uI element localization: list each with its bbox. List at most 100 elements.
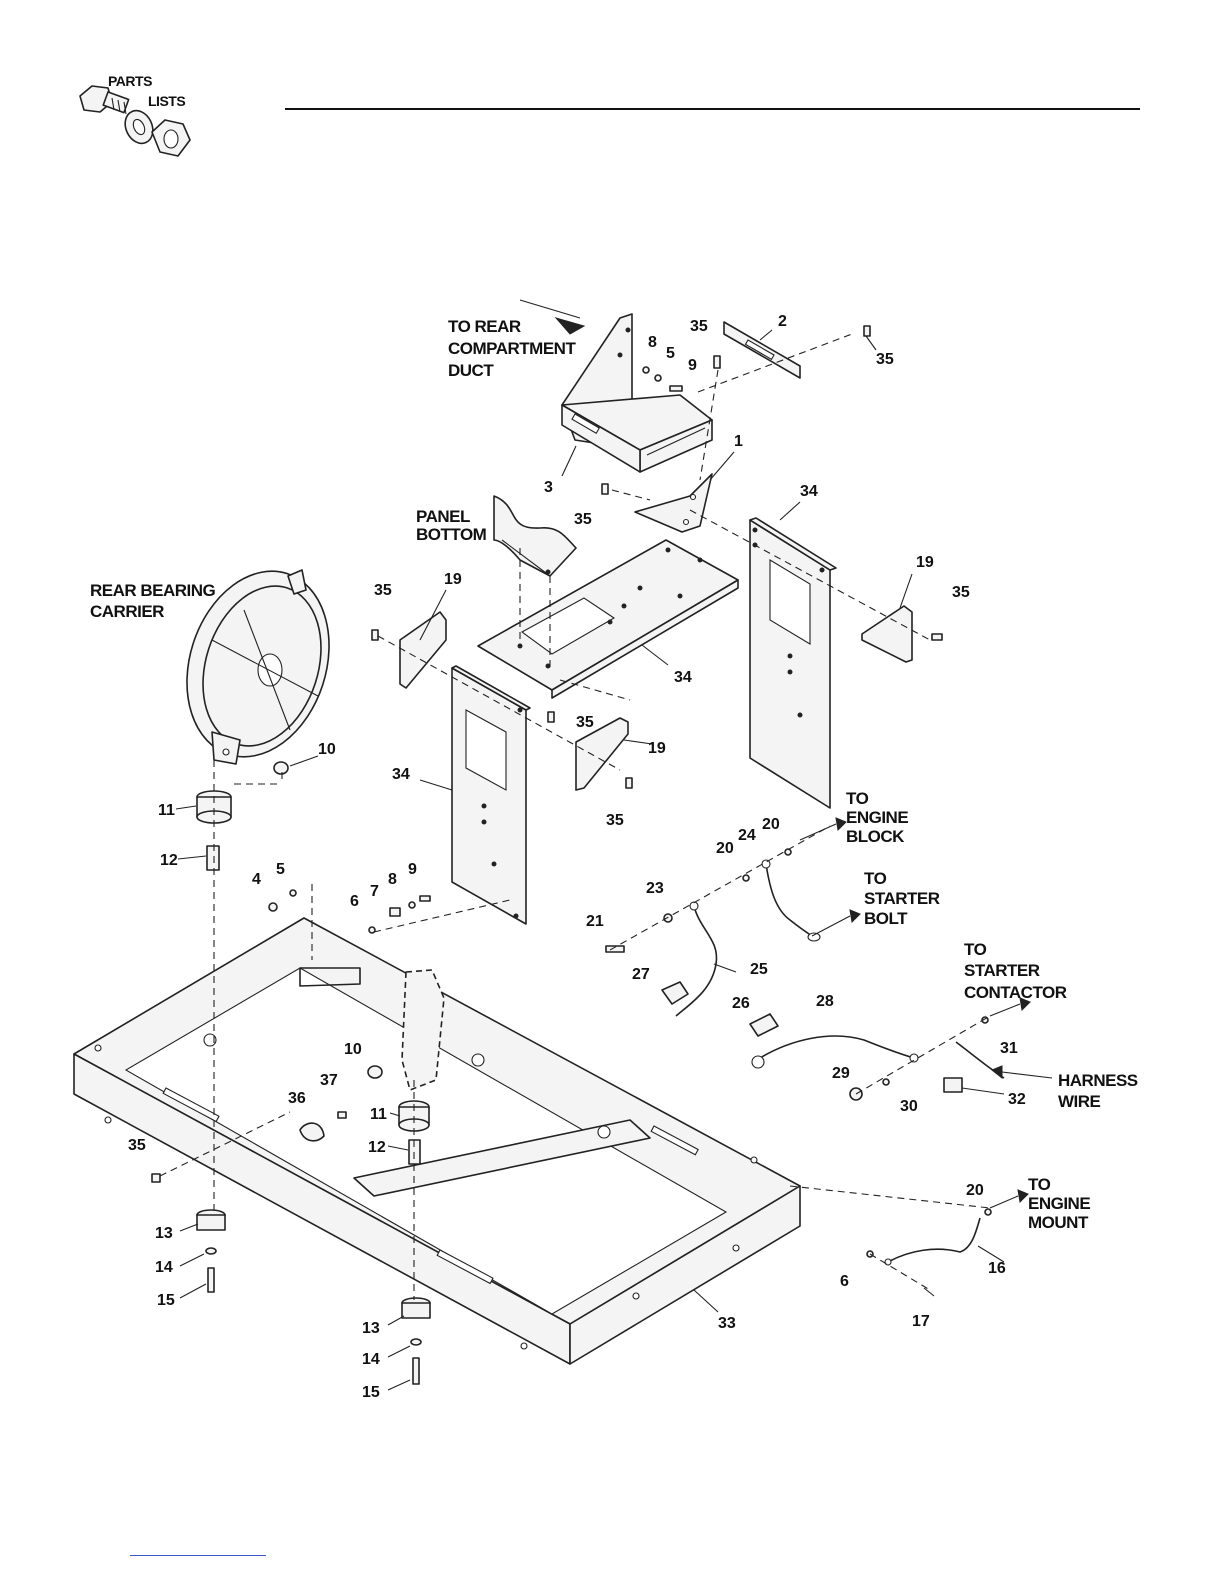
callout-line: CARRIER <box>90 602 164 621</box>
isolator-mount-left <box>196 1209 226 1293</box>
part-number: 20 <box>966 1182 984 1199</box>
part-number: 21 <box>586 913 604 930</box>
callout-engine-mount: TO ENGINE MOUNT <box>1028 1175 1091 1232</box>
part-number: 36 <box>288 1090 306 1107</box>
part-number: 9 <box>408 861 417 878</box>
part-number: 32 <box>1008 1091 1026 1108</box>
isolator-mount-upper <box>196 761 289 871</box>
part-number: 31 <box>1000 1040 1018 1057</box>
harness-connector-32 <box>849 1041 1005 1101</box>
part-number: 4 <box>252 871 261 888</box>
part-number: 34 <box>392 766 410 783</box>
part-number: 19 <box>916 554 934 571</box>
part-number: 11 <box>370 1106 387 1123</box>
rear-bearing-carrier-part <box>186 569 330 765</box>
part-number: 35 <box>606 812 624 829</box>
isolator-mount-right <box>401 1297 431 1385</box>
callout-rear-bearing: REAR BEARING CARRIER <box>90 581 216 621</box>
part-number: 37 <box>320 1072 338 1089</box>
part-number: 20 <box>716 840 734 857</box>
part-number: 23 <box>646 880 664 897</box>
footer-link-underline[interactable] <box>130 1555 266 1556</box>
assembly-lines <box>159 299 991 1300</box>
callout-panel-bottom: PANEL BOTTOM <box>416 507 487 544</box>
part-number: 5 <box>276 861 285 878</box>
direction-arrows <box>799 817 1053 1209</box>
part-number: 17 <box>912 1313 930 1330</box>
part-number: 35 <box>690 318 708 335</box>
callout-line: STARTER <box>964 961 1040 980</box>
duct-bracket-part <box>561 313 713 473</box>
callout-line: CONTACTOR <box>964 983 1067 1002</box>
part-number: 29 <box>832 1065 850 1082</box>
ground-cable-25 <box>661 901 718 1017</box>
callout-line: TO <box>1028 1175 1051 1194</box>
ground-strap-16 <box>884 1217 981 1297</box>
part-number: 27 <box>632 966 650 983</box>
callout-line: TO <box>846 789 869 808</box>
corner-bracket-left <box>399 611 447 689</box>
part-number: 24 <box>738 827 756 844</box>
part-number: 16 <box>988 1260 1006 1277</box>
callout-engine-block: TO ENGINE BLOCK <box>846 789 909 846</box>
part-number: 13 <box>155 1225 173 1242</box>
callout-line: REAR BEARING <box>90 581 216 600</box>
part-number: 14 <box>155 1259 173 1276</box>
hardware-items <box>151 325 992 1258</box>
main-frame-part <box>73 917 801 1365</box>
corner-bracket-right <box>861 605 913 663</box>
part-number: 19 <box>444 571 462 588</box>
corner-bracket-lower <box>575 717 629 791</box>
logo-text-parts: PARTS <box>108 73 152 89</box>
clamp-part <box>299 1122 325 1142</box>
right-side-panel-part <box>749 517 837 809</box>
callout-line: BLOCK <box>846 827 905 846</box>
logo-text-lists: LISTS <box>148 93 185 109</box>
part-number: 14 <box>362 1351 380 1368</box>
part-number: 35 <box>876 351 894 368</box>
callout-to-rear-duct: TO REAR COMPARTMENT DUCT <box>448 317 577 380</box>
part-number-labels: 1 2 3 4 5 5 6 6 7 8 8 9 9 10 10 11 11 12… <box>128 313 1026 1401</box>
leader-lines <box>175 329 1005 1391</box>
callout-line: TO <box>864 869 887 888</box>
part-number: 1 <box>734 433 743 450</box>
part-number: 35 <box>576 714 594 731</box>
part-number: 35 <box>574 511 592 528</box>
part-number: 6 <box>840 1273 849 1290</box>
part-number: 34 <box>674 669 692 686</box>
part-number: 10 <box>318 741 336 758</box>
callout-harness-wire: HARNESS WIRE <box>1058 1071 1138 1111</box>
part-number: 11 <box>158 802 175 819</box>
part-number: 12 <box>160 852 178 869</box>
part-number: 15 <box>157 1292 175 1309</box>
part-number: 34 <box>800 483 818 500</box>
callout-line: COMPARTMENT <box>448 339 576 358</box>
part-number: 26 <box>732 995 750 1012</box>
angle-bracket-part <box>634 473 713 533</box>
left-side-panel-part <box>451 665 531 925</box>
callout-line: STARTER <box>864 889 940 908</box>
part-number: 6 <box>350 893 359 910</box>
panel-bottom-fragment <box>493 495 577 577</box>
callout-line: BOTTOM <box>416 525 487 544</box>
callout-line: ENGINE <box>1028 1194 1090 1213</box>
part-number: 2 <box>778 313 787 330</box>
callout-line: TO <box>964 940 987 959</box>
part-number: 13 <box>362 1320 380 1337</box>
part-number: 15 <box>362 1384 380 1401</box>
callout-line: WIRE <box>1058 1092 1101 1111</box>
part-number: 12 <box>368 1139 386 1156</box>
callout-line: MOUNT <box>1028 1213 1089 1232</box>
callout-line: BOLT <box>864 909 908 928</box>
part-number: 19 <box>648 740 666 757</box>
part-number: 8 <box>648 334 657 351</box>
callout-line: HARNESS <box>1058 1071 1138 1090</box>
part-number: 3 <box>544 479 553 496</box>
ground-cable-24 <box>761 859 821 942</box>
part-number: 20 <box>762 816 780 833</box>
callout-starter-contactor: TO STARTER CONTACTOR <box>964 940 1067 1002</box>
part-number: 5 <box>666 345 675 362</box>
part-number: 10 <box>344 1041 362 1058</box>
